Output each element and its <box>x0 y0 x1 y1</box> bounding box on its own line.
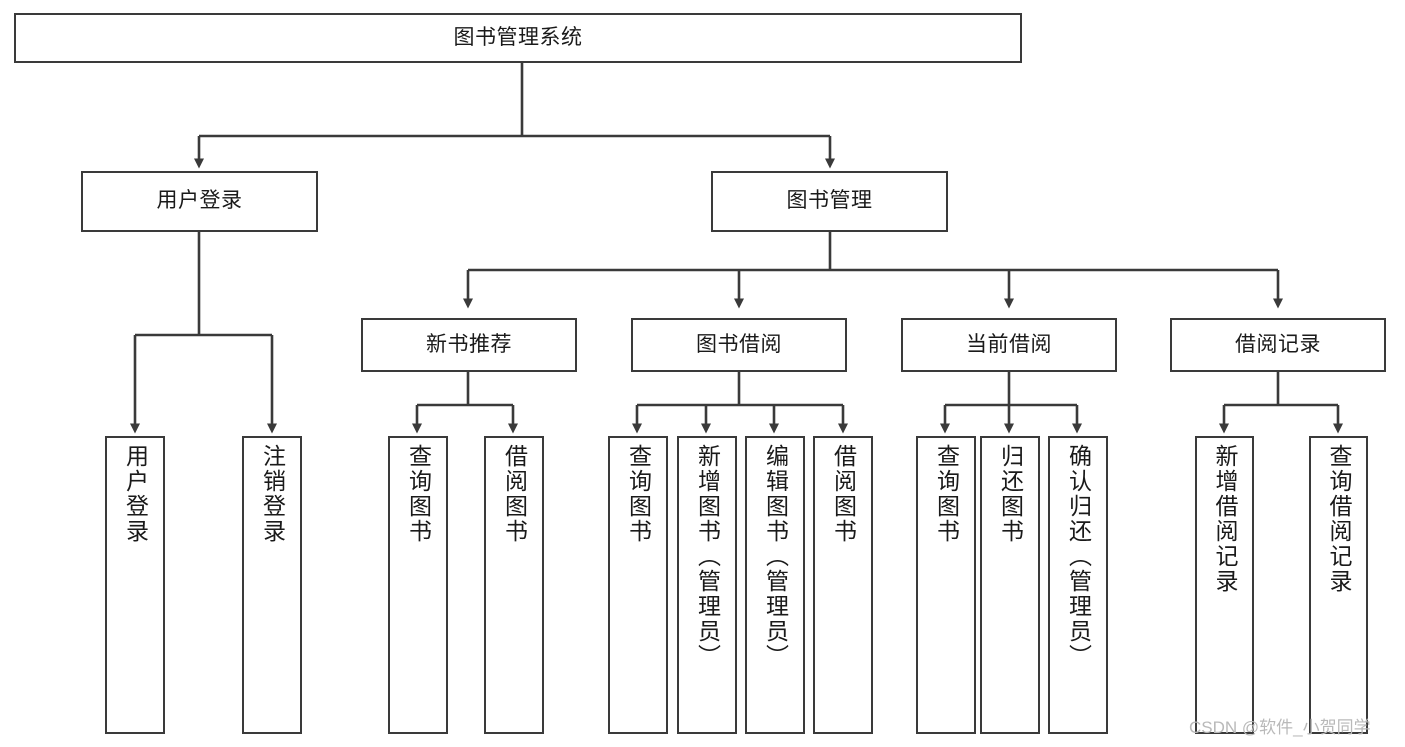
leaf-label: 查询图书 <box>405 444 432 544</box>
leaf-recommend-query-book[interactable]: 查询图书 <box>388 436 448 734</box>
node-borrow-record[interactable]: 借阅记录 <box>1170 318 1386 372</box>
leaf-current-query-book[interactable]: 查询图书 <box>916 436 976 734</box>
leaf-record-query-record[interactable]: 查询借阅记录 <box>1309 436 1368 734</box>
leaf-label: 确认归还（管理员） <box>1065 444 1092 669</box>
leaf-label: 查询图书 <box>933 444 960 544</box>
leaf-borrow-add-book-admin[interactable]: 新增图书（管理员） <box>677 436 737 734</box>
node-borrow-record-label: 借阅记录 <box>1235 332 1321 356</box>
leaf-label: 归还图书 <box>997 444 1024 544</box>
node-current-borrow-label: 当前借阅 <box>966 332 1052 356</box>
leaf-borrow-borrow-book[interactable]: 借阅图书 <box>813 436 873 734</box>
leaf-label: 查询借阅记录 <box>1326 444 1352 594</box>
node-root[interactable]: 图书管理系统 <box>14 13 1022 63</box>
leaf-borrow-edit-book-admin[interactable]: 编辑图书（管理员） <box>745 436 805 734</box>
leaf-recommend-borrow-book[interactable]: 借阅图书 <box>484 436 544 734</box>
leaf-current-return-book[interactable]: 归还图书 <box>980 436 1040 734</box>
leaf-borrow-query-book[interactable]: 查询图书 <box>608 436 668 734</box>
leaf-record-add-record[interactable]: 新增借阅记录 <box>1195 436 1254 734</box>
node-book-management-label: 图书管理 <box>786 189 873 213</box>
node-user-login[interactable]: 用户登录 <box>81 171 318 232</box>
leaf-label: 查询图书 <box>625 444 652 544</box>
leaf-label: 编辑图书（管理员） <box>762 444 789 669</box>
node-user-login-label: 用户登录 <box>156 189 243 213</box>
leaf-label: 新增借阅记录 <box>1212 444 1238 594</box>
leaf-user-login-signin[interactable]: 用户登录 <box>105 436 165 734</box>
leaf-label: 借阅图书 <box>501 444 528 544</box>
leaf-label: 新增图书（管理员） <box>694 444 721 669</box>
leaf-label: 借阅图书 <box>830 444 857 544</box>
node-current-borrow[interactable]: 当前借阅 <box>901 318 1117 372</box>
node-new-book-recommend-label: 新书推荐 <box>426 332 512 356</box>
leaf-label: 注销登录 <box>259 444 286 544</box>
csdn-watermark: CSDN @软件_小贺同学 <box>1189 718 1371 737</box>
node-new-book-recommend[interactable]: 新书推荐 <box>361 318 577 372</box>
leaf-label: 用户登录 <box>122 444 149 544</box>
leaf-current-confirm-return-admin[interactable]: 确认归还（管理员） <box>1048 436 1108 734</box>
node-book-borrow-label: 图书借阅 <box>696 332 782 356</box>
node-root-label: 图书管理系统 <box>453 25 583 49</box>
node-book-borrow[interactable]: 图书借阅 <box>631 318 847 372</box>
node-book-management[interactable]: 图书管理 <box>711 171 948 232</box>
leaf-user-login-signout[interactable]: 注销登录 <box>242 436 302 734</box>
